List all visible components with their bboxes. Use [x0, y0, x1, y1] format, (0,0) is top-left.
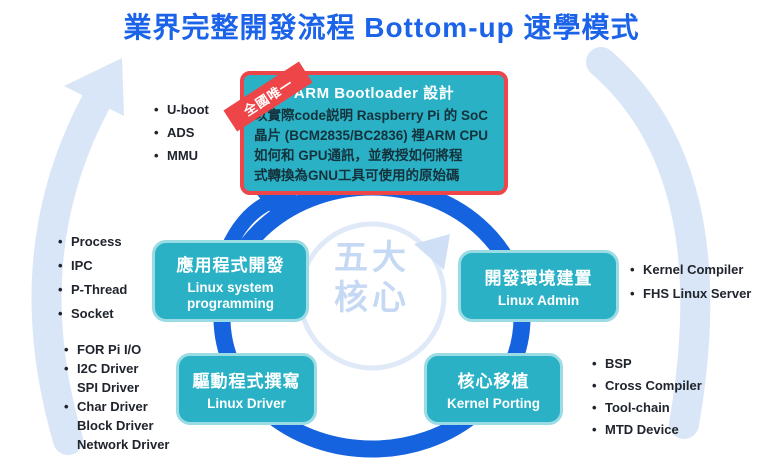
list-item: Cross Compiler	[592, 378, 702, 400]
list-item: U-boot	[154, 102, 209, 125]
application-topics-list: Process IPC P-Thread Socket	[58, 234, 127, 330]
list-item: ADS	[154, 125, 209, 148]
list-item: I2C Driver	[64, 361, 169, 380]
arm-bootloader-box: 全國唯一 ARM Bootloader 設計 以實際code説明 Raspber…	[224, 62, 508, 195]
inner-cycle-arrowhead	[414, 234, 450, 270]
node-subtitle: Linux Driver	[207, 395, 286, 411]
arm-desc-line: 以實際code説明 Raspberry Pi 的 SoC	[254, 108, 489, 123]
node-environment-setup: 開發環境建置 Linux Admin	[458, 250, 619, 322]
list-item: Tool-chain	[592, 400, 702, 422]
arm-box-description: 以實際code説明 Raspberry Pi 的 SoC 晶片 (BCM2835…	[254, 106, 496, 186]
pale-arc-arrowhead	[64, 58, 124, 116]
list-item: Block Driver	[77, 418, 154, 433]
node-driver-writing: 驅動程式撰寫 Linux Driver	[176, 353, 317, 425]
node-title: 應用程式開發	[176, 255, 285, 275]
list-item: FOR Pi I/O	[64, 342, 169, 361]
app-to-arm-arrowhead	[255, 188, 300, 224]
list-item: SPI Driver	[77, 380, 140, 395]
arm-desc-line: 晶片 (BCM2835/BC2836) 裡ARM CPU	[254, 128, 489, 143]
kernel-topics-list: BSP Cross Compiler Tool-chain MTD Device	[592, 356, 702, 444]
node-kernel-porting: 核心移植 Kernel Porting	[424, 353, 563, 425]
list-item: MMU	[154, 148, 209, 171]
node-subtitle-line: Linux system	[187, 279, 274, 295]
node-title: 開發環境建置	[484, 268, 593, 288]
list-item: IPC	[58, 258, 127, 282]
pale-arc-left	[31, 87, 111, 455]
node-subtitle: Kernel Porting	[446, 395, 540, 411]
arm-topics-list: U-boot ADS MMU	[154, 102, 209, 171]
node-application-development: 應用程式開發 Linux system programming	[152, 240, 309, 322]
node-title: 驅動程式撰寫	[192, 371, 301, 391]
node-subtitle: Linux Admin	[497, 292, 580, 308]
center-label-line2: 核心	[334, 279, 410, 317]
node-subtitle: Linux system programming	[155, 280, 306, 312]
list-item: Process	[58, 234, 127, 258]
driver-topics-list: FOR Pi I/O I2C Driver SPI Driver Char Dr…	[64, 342, 169, 456]
list-item: Kernel Compiler	[630, 262, 751, 286]
list-item: Network Driver	[77, 437, 170, 452]
list-item: Socket	[58, 306, 127, 330]
arm-desc-line: 如何和 GPU通訊，並教授如何將程	[254, 148, 463, 163]
list-item: Char Driver	[64, 399, 169, 418]
list-item: FHS Linux Server	[630, 286, 751, 310]
environment-topics-list: Kernel Compiler FHS Linux Server	[630, 262, 751, 310]
node-title: 核心移植	[457, 371, 530, 391]
arm-desc-line: 式轉換為GNU工具可使用的原始碼	[254, 168, 460, 183]
list-item: MTD Device	[592, 422, 702, 444]
list-item: P-Thread	[58, 282, 127, 306]
center-label-line1: 五大	[334, 239, 410, 277]
arm-box-title: ARM Bootloader 設計	[293, 85, 455, 102]
list-item: BSP	[592, 356, 702, 378]
page-title: 業界完整開發流程 Bottom-up 速學模式	[123, 12, 640, 43]
center-label: 五大 核心	[302, 238, 442, 318]
node-subtitle-line: programming	[186, 295, 274, 311]
